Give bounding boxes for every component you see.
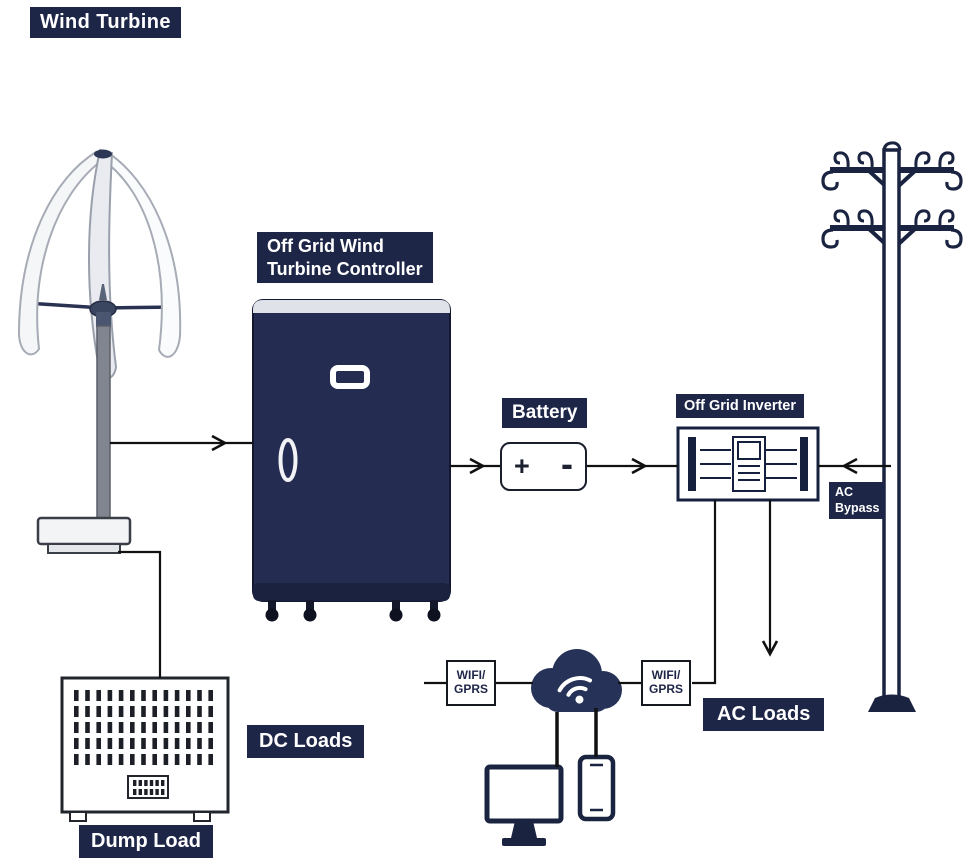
cloud-icon	[531, 649, 622, 712]
cabinet-bottom-band	[253, 583, 450, 601]
cabinet-casters	[265, 600, 441, 622]
turbine-blade-right	[101, 150, 182, 358]
dump-load-vents	[74, 690, 213, 765]
arrow-right-icon	[469, 457, 486, 475]
dump-load-label: Dump Load	[79, 825, 213, 858]
ac-bypass-label: AC Bypass	[829, 482, 886, 519]
wifi-left-line1: WIFI/	[456, 668, 486, 683]
wifi-signal-icon	[557, 676, 593, 704]
controller-label-line1: Off Grid Wind	[267, 236, 384, 256]
wind-turbine-label: Wind Turbine	[30, 7, 181, 38]
pole-shaft	[882, 148, 901, 700]
cabinet-door-pull-icon	[278, 438, 298, 482]
arrow-right-icon	[211, 434, 228, 452]
ac-loads-label: AC Loads	[703, 698, 825, 731]
arrow-down-icon	[761, 640, 779, 657]
battery-symbol: + -	[500, 442, 587, 491]
arrow-right-icon	[631, 457, 648, 475]
wire-inverter-to-wifi	[692, 500, 717, 685]
turbine-top-hub	[94, 149, 112, 159]
controller-label: Off Grid Wind Turbine Controller	[257, 232, 433, 283]
inverter-right-bar	[800, 437, 808, 491]
controller-label-line2: Turbine Controller	[267, 258, 423, 279]
ac-bypass-line2: Bypass	[835, 501, 880, 516]
turbine-spindle	[99, 284, 107, 300]
inverter-label: Off Grid Inverter	[676, 394, 804, 419]
inverter-left-bar	[688, 437, 696, 491]
battery-plus-sign: +	[514, 451, 530, 481]
dump-load-foot	[69, 811, 87, 822]
wire-turbine-to-dump-load	[118, 550, 162, 678]
turbine-hub-cylinder	[96, 312, 111, 328]
turbine-base	[36, 516, 132, 546]
wind-turbine-illustration	[17, 148, 182, 554]
wifi-right-line1: WIFI/	[651, 668, 681, 683]
controller-cabinet	[252, 299, 451, 622]
dump-load-foot	[193, 811, 211, 822]
monitor-icon	[484, 764, 564, 846]
battery-minus-sign: -	[561, 442, 573, 484]
wifi-right-line2: GPRS	[648, 682, 683, 696]
smartphone-icon	[577, 754, 616, 822]
inverter-box	[676, 426, 820, 502]
battery-label: Battery	[502, 398, 588, 428]
arrow-left-icon	[841, 457, 858, 475]
arrowheads	[211, 434, 858, 657]
connection-lines	[110, 441, 891, 767]
turbine-pole	[96, 325, 111, 523]
pole-base	[868, 694, 916, 712]
dc-loads-label: DC Loads	[247, 725, 365, 758]
inverter-detail	[700, 436, 797, 492]
turbine-blade-left	[17, 150, 103, 356]
utility-pole	[821, 141, 963, 712]
wifi-gprs-module-left: WIFI/ GPRS	[446, 660, 496, 706]
wifi-left-line2: GPRS	[453, 682, 488, 696]
dump-load-pins	[133, 780, 165, 795]
ac-bypass-line1: AC	[835, 485, 854, 499]
dump-load-box	[60, 676, 230, 822]
turbine-base-step	[47, 543, 121, 554]
wifi-gprs-module-right: WIFI/ GPRS	[641, 660, 691, 706]
cabinet-handle-icon	[330, 365, 370, 389]
cabinet-top-cap	[253, 300, 450, 313]
